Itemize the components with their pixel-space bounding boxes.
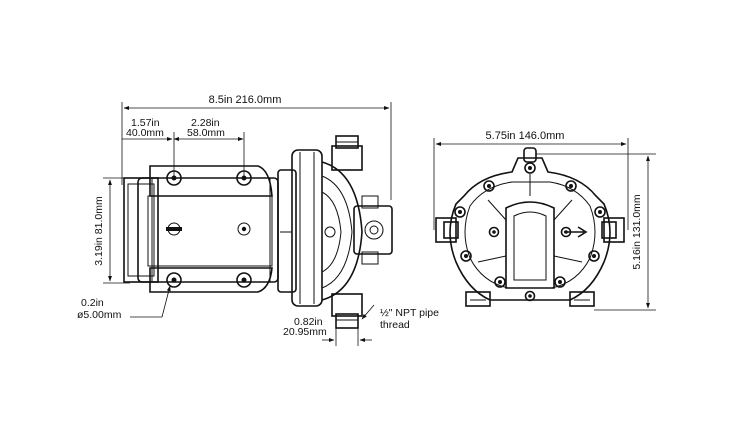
front-height-label: 5.16in 131.0mm [631, 194, 643, 270]
front-width-label: 5.75in 146.0mm [486, 130, 565, 142]
screw-upper-left [483, 180, 495, 192]
mount-hole-center-left [166, 222, 182, 236]
base-height-dimension: 3.19in 81.0mm [93, 177, 130, 284]
thread-label-line-2: thread [380, 319, 410, 331]
pump-front-housing [435, 147, 625, 307]
hole-diameter-inches: 0.2in [81, 297, 104, 309]
screw-right [594, 206, 606, 218]
hole-offset-1-mm: 40.0mm [126, 127, 164, 139]
screw-top [524, 162, 536, 174]
screw-bottom-left [494, 276, 506, 288]
overall-length-dimension: 8.5in 216.0mm [121, 94, 392, 200]
screw-lower-left [460, 250, 472, 262]
screw-bottom-right [554, 276, 566, 288]
screw-lower-right [588, 250, 600, 262]
port-offset-mm: 20.95mm [283, 326, 327, 338]
hole-offset-dimensions: 1.57in 40.0mm 2.28in 58.0mm [122, 117, 245, 178]
hole-offset-2-mm: 58.0mm [187, 127, 225, 139]
front-height-dimension: 5.16in 131.0mm [536, 153, 656, 311]
hole-offset-1-inches: 1.57in [131, 117, 160, 129]
motor-body [123, 165, 279, 293]
hole-diameter-mm: ø5.00mm [77, 309, 122, 321]
thread-callout: ½" NPT pipe thread [361, 304, 439, 331]
screws [454, 162, 606, 302]
screw-inner-bottom [524, 290, 536, 302]
mount-hole-bottom-left [166, 272, 182, 288]
screw-inner-right [560, 226, 572, 238]
mount-hole-top-right [236, 170, 252, 186]
screw-upper-right [565, 180, 577, 192]
port-offset-dimension: 0.82in 20.95mm [283, 316, 372, 346]
side-view: 8.5in 216.0mm 1.57in 40.0mm 2.28in 58.0m… [77, 94, 439, 346]
screw-left [454, 206, 466, 218]
mounting-holes [166, 170, 252, 288]
pump-head [277, 135, 393, 329]
front-width-dimension: 5.75in 146.0mm [433, 130, 629, 230]
overall-length-label: 8.5in 216.0mm [209, 94, 282, 106]
screw-inner-left [488, 226, 500, 238]
base-height-label: 3.19in 81.0mm [93, 196, 105, 266]
mount-hole-top-left [166, 170, 182, 186]
hole-diameter-callout: 0.2in ø5.00mm [77, 285, 171, 321]
hole-offset-2-inches: 2.28in [191, 117, 220, 129]
front-view: 5.75in 146.0mm 5.16in 131.0mm [433, 130, 656, 311]
mount-hole-center-right [237, 222, 251, 236]
thread-label-line-1: ½" NPT pipe [380, 307, 439, 319]
mount-hole-bottom-right [236, 272, 252, 288]
port-offset-inches: 0.82in [294, 316, 323, 328]
